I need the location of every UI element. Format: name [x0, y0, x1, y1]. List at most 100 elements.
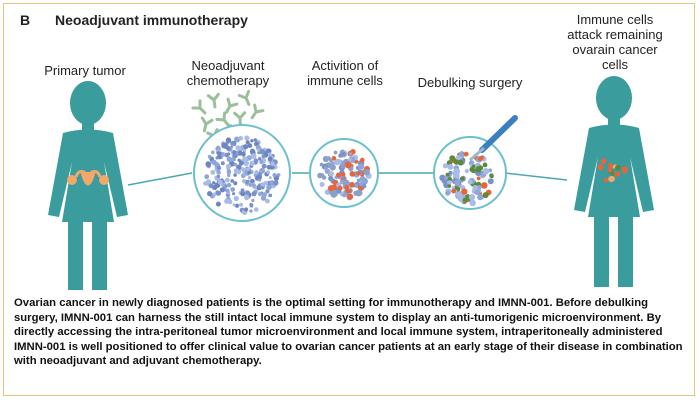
cell-dot: [340, 172, 346, 177]
cell-dot: [246, 167, 251, 171]
cell-dot: [224, 152, 230, 158]
cell-dot: [215, 190, 222, 196]
cell-dot: [317, 172, 323, 179]
scalpel-icon: [469, 115, 518, 162]
cell-dot: [230, 179, 234, 183]
cell-dot: [261, 192, 267, 198]
cell-dot: [338, 153, 343, 158]
cell-dot: [226, 156, 233, 163]
cell-dot: [339, 179, 345, 185]
cell-dot: [471, 164, 476, 169]
cell-dot: [356, 171, 361, 176]
cell-dot: [238, 135, 243, 141]
cell-dot: [225, 188, 230, 193]
cell-dot: [474, 189, 480, 195]
cell-dot: [447, 180, 452, 185]
cell-dot: [242, 179, 246, 184]
cell-dot: [348, 157, 352, 162]
cell-dot: [342, 193, 347, 198]
cell-dot: [259, 167, 265, 174]
attack-line2: attack remaining: [567, 27, 663, 42]
cell-dot: [354, 159, 359, 164]
cell-dot: [344, 161, 352, 169]
cell-dot: [467, 179, 473, 185]
cell-dot: [243, 160, 249, 167]
cell-dot: [608, 176, 615, 182]
activation-label: Activition of immune cells: [295, 58, 395, 88]
cell-dot: [273, 180, 279, 186]
uterus-icon: [67, 170, 109, 186]
cell-dot: [600, 158, 607, 165]
cell-dot: [244, 180, 250, 185]
cell-dot: [358, 163, 365, 170]
surgery-label: Debulking surgery: [410, 75, 530, 90]
cell-dot: [222, 184, 226, 188]
antibody-icon: [225, 97, 239, 114]
cell-dot: [259, 160, 264, 165]
cell-dot: [252, 183, 256, 188]
cell-dot: [489, 173, 494, 178]
cell-dot: [268, 193, 273, 198]
cell-dot: [597, 164, 604, 171]
immune-cell-cluster: [317, 149, 372, 201]
activation-line1: Activition of: [311, 58, 379, 73]
cell-dot: [468, 194, 476, 201]
cell-dot: [233, 168, 240, 174]
cell-dot: [265, 198, 270, 204]
cell-dot: [257, 151, 261, 155]
cell-dot: [476, 176, 481, 181]
cell-dot: [330, 161, 335, 166]
cell-dot: [319, 182, 325, 187]
cell-dot: [261, 163, 267, 169]
cell-dot: [244, 207, 249, 212]
cell-dot: [445, 190, 450, 196]
cell-dot: [215, 201, 221, 207]
cell-dot: [211, 150, 215, 155]
cell-dot: [612, 165, 616, 169]
woman-silhouette-icon: [48, 81, 128, 290]
cell-dot: [242, 148, 247, 153]
cell-dot: [244, 135, 250, 141]
cell-dot: [216, 174, 221, 179]
cell-dot: [482, 192, 489, 199]
antibody-icon: [215, 111, 230, 127]
activation-line2: immune cells: [307, 73, 383, 88]
cell-dot: [247, 171, 251, 175]
connector-line: [127, 172, 193, 186]
cell-dot: [269, 180, 275, 186]
cell-dot: [239, 202, 244, 207]
cell-dot: [207, 191, 213, 197]
cell-dot: [211, 159, 217, 166]
cell-dot: [451, 188, 457, 194]
cell-dot: [460, 176, 465, 181]
cell-dot: [355, 189, 363, 197]
cell-dot: [461, 188, 468, 195]
antibody-icon: [233, 111, 247, 127]
connector-line: [504, 172, 568, 181]
cell-dot: [250, 170, 254, 174]
cell-dot: [233, 173, 237, 177]
cell-dot: [453, 168, 461, 175]
cell-dot: [249, 148, 256, 154]
cell-dot: [360, 157, 365, 163]
cell-dot: [205, 161, 211, 168]
woman-silhouette-icon: [574, 76, 654, 287]
cell-dot: [272, 173, 277, 178]
cell-dot: [348, 152, 353, 156]
cell-dot: [210, 170, 216, 175]
cell-dot: [447, 163, 454, 170]
attack-line1: Immune cells: [576, 12, 654, 27]
cell-dot: [250, 139, 254, 143]
cell-dot: [451, 186, 456, 190]
cell-dot: [232, 203, 236, 207]
cell-dot: [611, 172, 615, 176]
cell-dot: [622, 168, 627, 174]
cell-dot: [257, 157, 262, 161]
cell-dot: [240, 188, 245, 193]
cell-dot: [487, 178, 494, 185]
cell-dot: [220, 161, 225, 166]
chemotherapy-line1: Neoadjuvant: [191, 58, 265, 73]
cell-dot: [259, 148, 265, 155]
cell-dot: [319, 162, 324, 167]
